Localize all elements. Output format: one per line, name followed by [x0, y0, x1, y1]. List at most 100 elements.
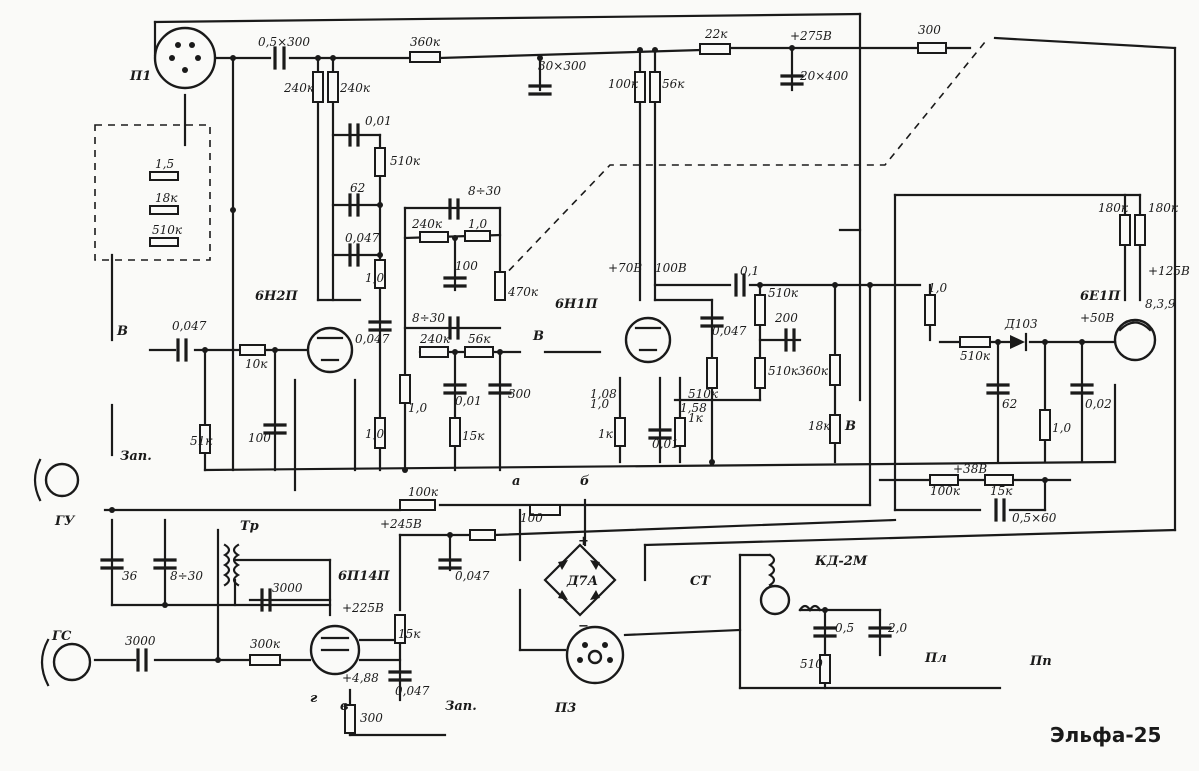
svg-text:0,1: 0,1: [740, 264, 759, 278]
svg-text:6П14П: 6П14П: [338, 569, 390, 584]
svg-text:П3: П3: [554, 701, 576, 716]
svg-text:а: а: [512, 474, 520, 489]
transformer: [222, 543, 241, 587]
svg-text:Пл: Пл: [924, 651, 947, 666]
svg-text:360к: 360к: [410, 35, 441, 49]
svg-text:1,0: 1,0: [468, 217, 487, 231]
svg-text:В: В: [844, 419, 856, 434]
svg-text:62: 62: [350, 181, 365, 195]
svg-text:0,047: 0,047: [345, 231, 380, 245]
tube-labels: 6Н2П 6Н1П 6Е1П 6П14П: [255, 289, 1121, 584]
tube-6n1p: [624, 316, 672, 364]
svg-text:Пп: Пп: [1029, 654, 1052, 669]
junctions: [109, 45, 1085, 663]
svg-text:100: 100: [455, 259, 478, 273]
svg-text:0,01: 0,01: [652, 437, 679, 451]
svg-text:Д7А: Д7А: [566, 574, 598, 589]
svg-text:СТ: СТ: [690, 574, 711, 589]
svg-text:510к: 510к: [152, 223, 183, 237]
svg-text:2,0: 2,0: [887, 621, 907, 635]
svg-text:22к: 22к: [704, 27, 728, 41]
motor: [759, 553, 822, 616]
svg-text:180к: 180к: [1098, 201, 1129, 215]
svg-text:+245В: +245В: [380, 517, 422, 531]
svg-text:в: в: [340, 699, 349, 714]
svg-text:510: 510: [800, 657, 823, 671]
svg-text:8÷30: 8÷30: [170, 569, 203, 583]
svg-text:1к: 1к: [598, 427, 614, 441]
tube-6n2p: [306, 326, 354, 374]
diagram-title: Эльфа-25: [1050, 723, 1161, 747]
svg-text:100: 100: [248, 431, 271, 445]
svg-text:8÷30: 8÷30: [412, 311, 445, 325]
svg-text:+275В: +275В: [790, 29, 832, 43]
svg-text:510к: 510к: [768, 286, 799, 300]
svg-text:56к: 56к: [468, 332, 491, 346]
svg-text:20×400: 20×400: [799, 69, 849, 83]
svg-text:470к: 470к: [507, 285, 539, 299]
svg-text:360к: 360к: [798, 364, 829, 378]
svg-text:300: 300: [360, 711, 383, 725]
svg-text:100В: 100В: [655, 261, 687, 275]
svg-text:0,047: 0,047: [355, 332, 390, 346]
svg-text:+: +: [578, 534, 589, 549]
svg-text:1,0: 1,0: [1052, 421, 1071, 435]
svg-text:51к: 51к: [190, 434, 213, 448]
svg-text:КД-2М: КД-2М: [814, 554, 868, 569]
component-values: 0,5×300 360к 22к +275В 300 30×300 20×400…: [122, 23, 1190, 725]
svg-text:+38В: +38В: [953, 462, 987, 476]
svg-text:0,5×60: 0,5×60: [1012, 511, 1057, 525]
svg-text:1,08: 1,08: [590, 387, 617, 401]
wiring: [93, 12, 1177, 737]
svg-text:15к: 15к: [990, 484, 1013, 498]
svg-text:18к: 18к: [808, 419, 831, 433]
svg-text:0,047: 0,047: [712, 324, 747, 338]
svg-text:56к: 56к: [662, 77, 685, 91]
svg-text:0,047: 0,047: [455, 569, 490, 583]
svg-text:Зап.: Зап.: [120, 449, 152, 464]
svg-text:240к: 240к: [419, 332, 451, 346]
svg-text:1,5: 1,5: [155, 157, 174, 171]
svg-text:Д103: Д103: [1004, 317, 1038, 331]
svg-text:30×300: 30×300: [538, 59, 587, 73]
svg-text:100к: 100к: [408, 485, 439, 499]
svg-text:15к: 15к: [398, 627, 421, 641]
svg-text:3000: 3000: [272, 581, 303, 595]
svg-text:1,0: 1,0: [365, 427, 384, 441]
svg-text:300к: 300к: [250, 637, 281, 651]
svg-text:г: г: [310, 691, 318, 706]
svg-text:240к: 240к: [411, 217, 443, 231]
svg-text:0,5×300: 0,5×300: [258, 35, 310, 49]
svg-text:200: 200: [774, 311, 798, 325]
input-network-box: [94, 124, 211, 261]
svg-text:+50В: +50В: [1080, 311, 1114, 325]
svg-text:0,01: 0,01: [455, 394, 482, 408]
resistors-vertical: [199, 71, 1146, 734]
svg-text:510к: 510к: [390, 154, 421, 168]
svg-text:62: 62: [1002, 397, 1017, 411]
svg-text:6Е1П: 6Е1П: [1080, 289, 1121, 304]
svg-text:300: 300: [508, 387, 531, 401]
diode-d103: [1010, 332, 1028, 352]
svg-text:ГС: ГС: [51, 629, 72, 644]
svg-text:6Н2П: 6Н2П: [255, 289, 298, 304]
svg-text:240к: 240к: [339, 81, 371, 95]
resistors: [149, 42, 1014, 666]
svg-text:3000: 3000: [125, 634, 156, 648]
svg-text:+4,88: +4,88: [342, 671, 379, 685]
svg-text:510к: 510к: [960, 349, 991, 363]
svg-text:1,0: 1,0: [408, 401, 427, 415]
svg-text:510к: 510к: [768, 364, 799, 378]
svg-text:б: б: [580, 474, 590, 489]
svg-text:1,0: 1,0: [365, 271, 384, 285]
svg-text:В: В: [532, 329, 544, 344]
svg-text:П1: П1: [129, 69, 151, 84]
svg-text:180к: 180к: [1148, 201, 1179, 215]
svg-text:36: 36: [122, 569, 138, 583]
svg-text:+70В: +70В: [608, 261, 642, 275]
svg-text:−: −: [578, 619, 589, 634]
section-labels: П1 П3 ГУ ГС Тр СТ КД-2М Д7А Пл Пп Зап. З…: [51, 69, 1052, 716]
svg-text:0,047: 0,047: [395, 684, 430, 698]
svg-text:0,047: 0,047: [172, 319, 207, 333]
